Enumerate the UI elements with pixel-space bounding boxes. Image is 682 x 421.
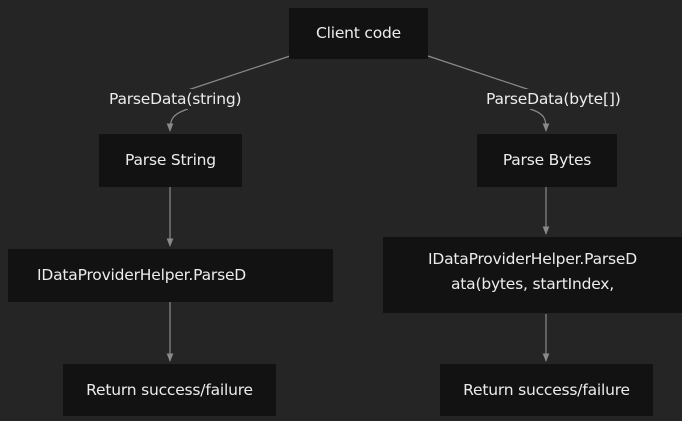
node-return-string: Return success/failure — [63, 364, 276, 416]
edge-label-parse-data-bytes: ParseData(byte[]) — [484, 89, 623, 109]
edge-client-to-parse-string — [170, 55, 291, 131]
edge-client-to-parse-bytes — [427, 55, 546, 131]
node-parse-string: Parse String — [99, 134, 242, 187]
node-parse-bytes: Parse Bytes — [477, 134, 617, 187]
edge-label-parse-data-string: ParseData(string) — [107, 89, 244, 109]
node-client-code: Client code — [289, 8, 428, 59]
node-return-bytes: Return success/failure — [440, 364, 653, 416]
node-helper-parse-string: IDataProviderHelper.ParseD — [8, 249, 333, 302]
node-helper-parse-bytes: IDataProviderHelper.ParseD ata(bytes, st… — [383, 237, 682, 313]
